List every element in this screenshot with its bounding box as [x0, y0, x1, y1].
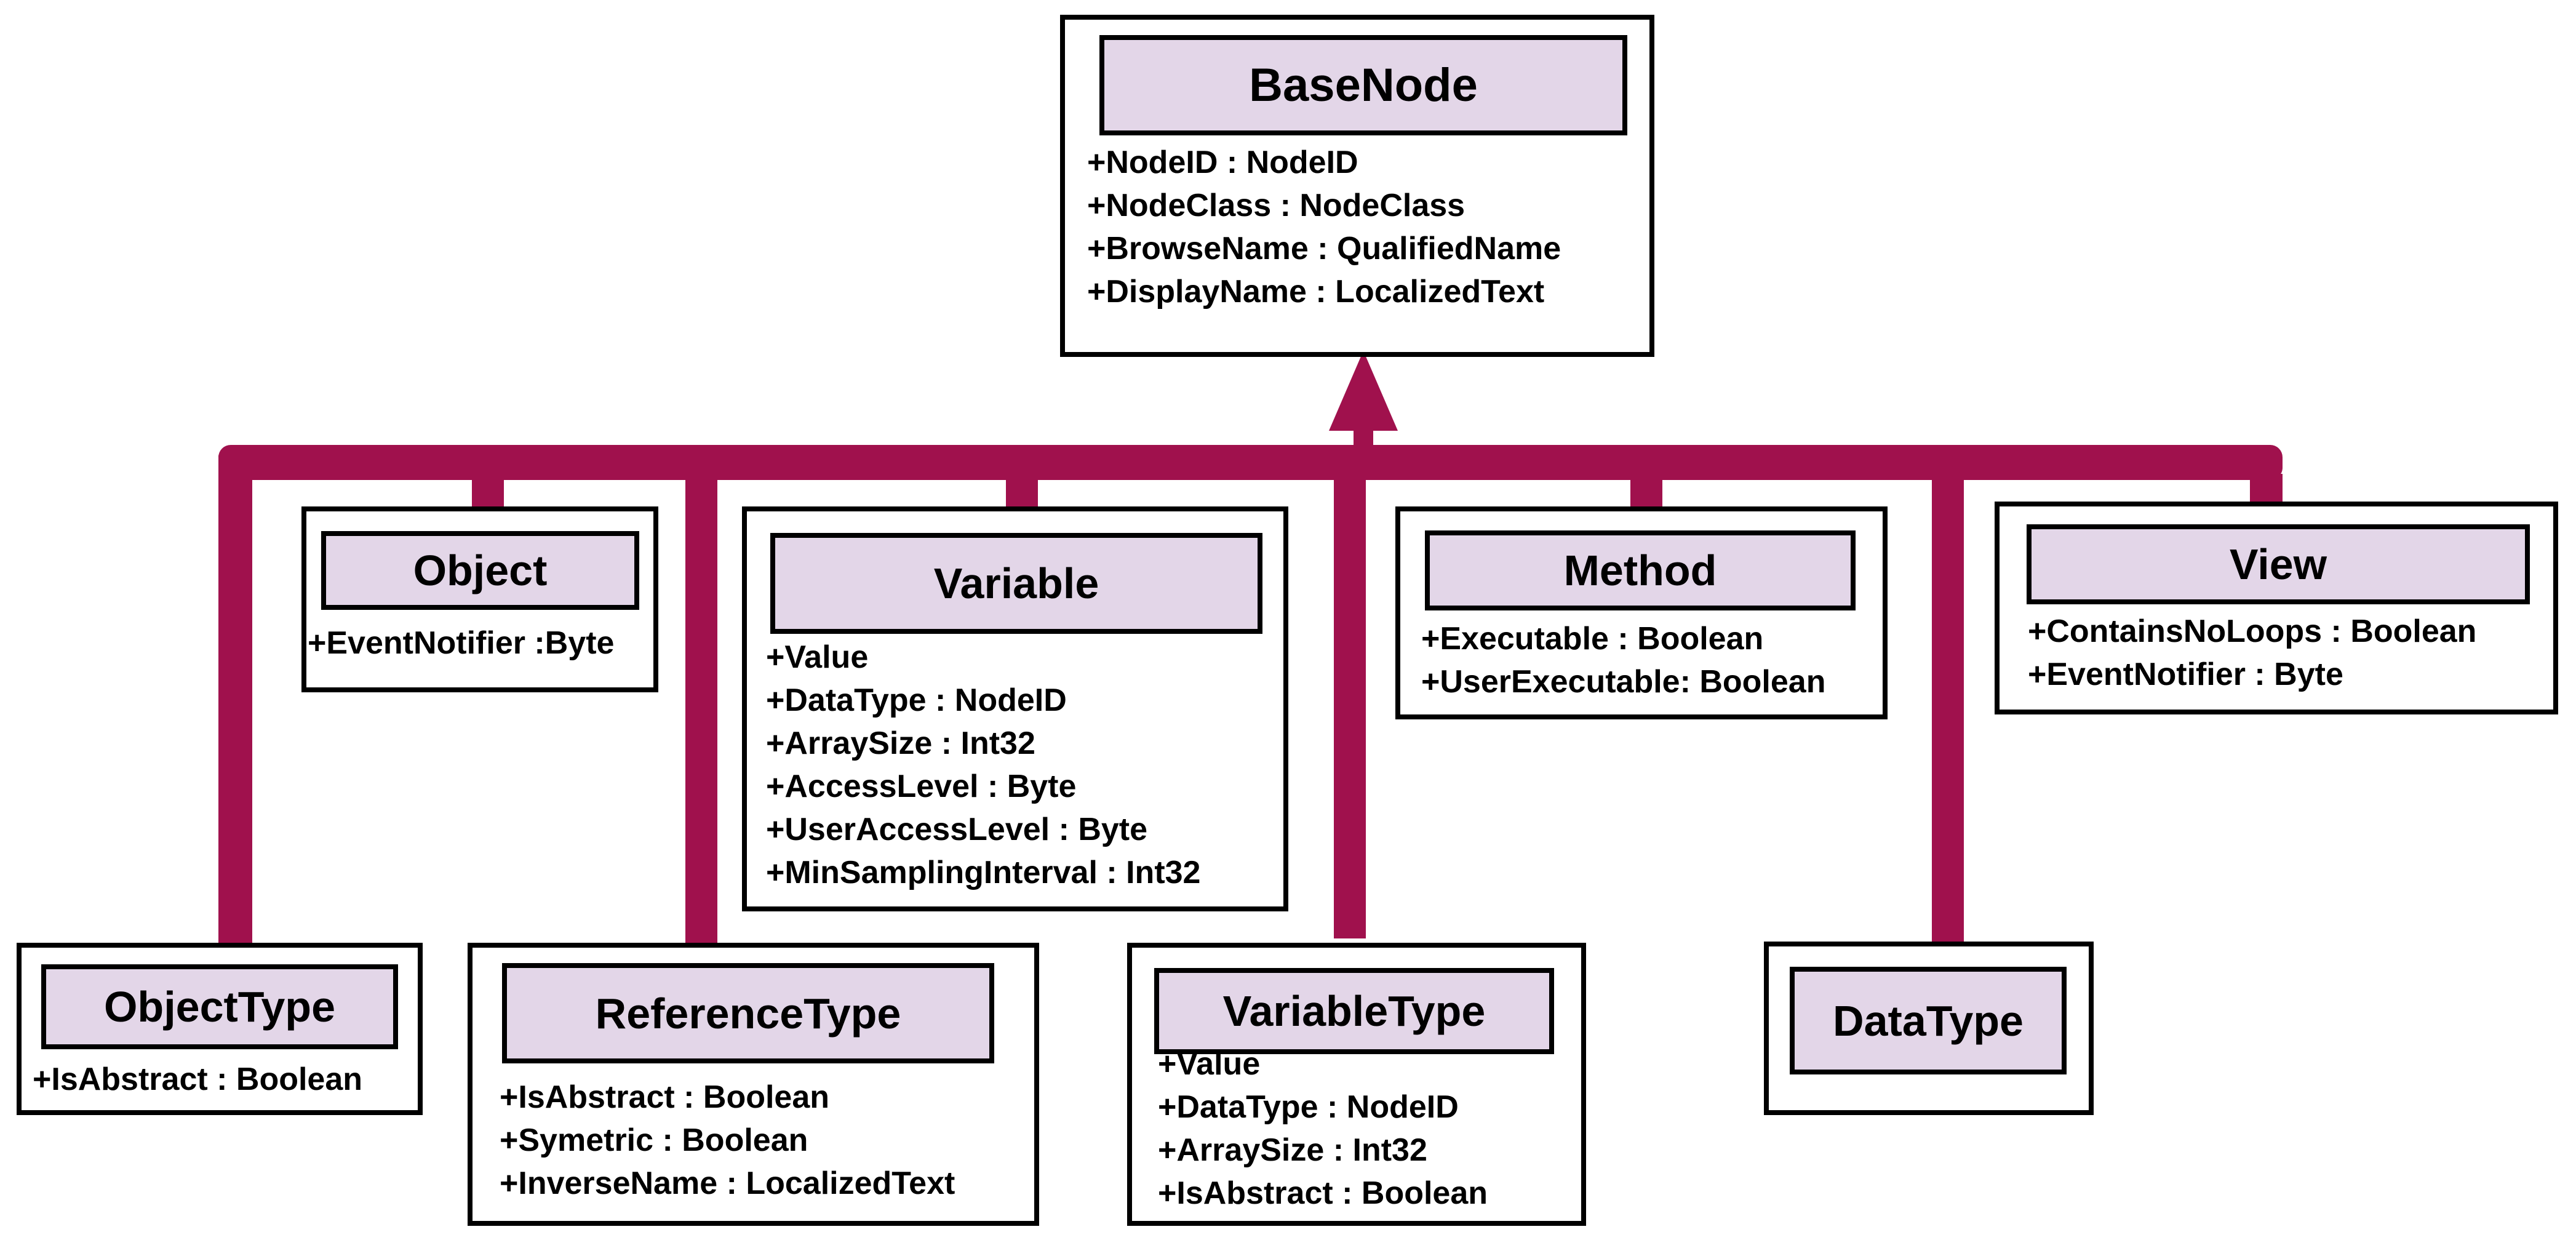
attribute: +IsAbstract : Boolean — [33, 1062, 363, 1097]
attribute: +ArraySize : Int32 — [1158, 1132, 1427, 1168]
class-title-basenode: BaseNode — [1099, 35, 1627, 135]
class-title-variabletype: VariableType — [1154, 968, 1554, 1054]
inheritance-bus — [218, 445, 2283, 480]
connector-variable — [1006, 474, 1038, 508]
connector-reference-type — [685, 474, 717, 945]
connector-view — [2250, 474, 2283, 502]
attribute: +BrowseName : QualifiedName — [1087, 231, 1561, 266]
attribute: +DataType : NodeID — [1158, 1089, 1459, 1125]
attribute: +EventNotifier :Byte — [308, 625, 615, 661]
class-title-referencetype: ReferenceType — [502, 963, 994, 1063]
connector-method — [1630, 474, 1662, 508]
connector-variable-type — [1334, 474, 1366, 938]
attribute: +Value — [766, 639, 869, 675]
class-title-datatype: DataType — [1790, 967, 2067, 1074]
attribute: +Executable : Boolean — [1421, 621, 1764, 657]
connector-object — [472, 474, 504, 508]
class-title-method: Method — [1425, 530, 1856, 610]
attribute: +UserExecutable: Boolean — [1421, 664, 1826, 700]
attribute: +MinSamplingInterval : Int32 — [766, 855, 1201, 890]
attribute: +Symetric : Boolean — [500, 1122, 808, 1158]
attribute: +InverseName : LocalizedText — [500, 1166, 955, 1201]
class-title-variable: Variable — [770, 533, 1262, 634]
attribute: +NodeClass : NodeClass — [1087, 188, 1465, 223]
attribute: +DisplayName : LocalizedText — [1087, 274, 1545, 310]
class-title-objecttype: ObjectType — [41, 964, 398, 1049]
attribute: +AccessLevel : Byte — [766, 769, 1077, 804]
attribute: +DataType : NodeID — [766, 682, 1067, 718]
attribute: +EventNotifier : Byte — [2028, 657, 2343, 692]
attribute: +NodeID : NodeID — [1087, 145, 1358, 180]
generalization-arrowhead — [1329, 351, 1398, 431]
class-title-view: View — [2027, 524, 2530, 604]
attribute: +IsAbstract : Boolean — [500, 1079, 830, 1115]
connector-object-type — [218, 455, 252, 945]
attribute: +ContainsNoLoops : Boolean — [2028, 614, 2477, 649]
attribute: +ArraySize : Int32 — [766, 726, 1035, 761]
attribute: +Value — [1158, 1046, 1261, 1082]
attribute: +UserAccessLevel : Byte — [766, 812, 1148, 847]
connector-data-type — [1932, 474, 1964, 945]
class-title-object: Object — [321, 531, 639, 610]
attribute: +IsAbstract : Boolean — [1158, 1175, 1488, 1211]
